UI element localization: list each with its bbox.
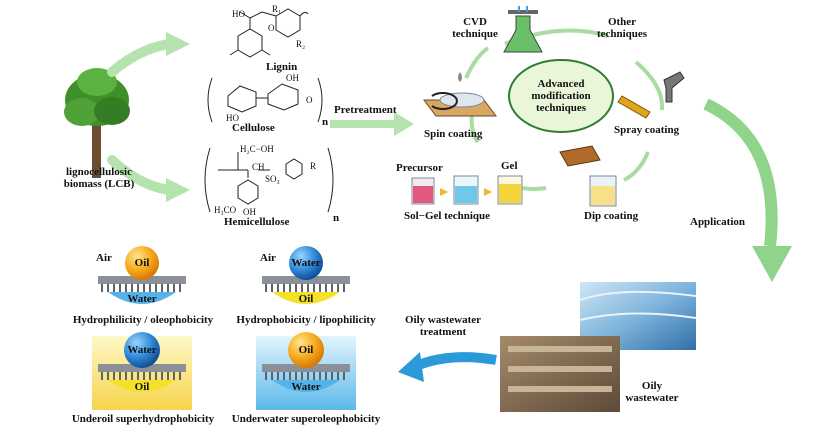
solgel-label: Sol−Gel technique bbox=[404, 210, 491, 222]
application-arrow bbox=[703, 98, 792, 282]
cvd-flask-icon bbox=[503, 6, 543, 53]
treatment-arrow bbox=[398, 352, 497, 382]
panel1-bottom-medium: Water bbox=[127, 293, 157, 305]
panel1-caption: Hydrophilicity / oleophobicity bbox=[72, 314, 214, 326]
lignin-r2-atom: R₂ bbox=[296, 39, 306, 49]
panel4-droplet-label: Oil bbox=[298, 344, 314, 356]
wettability-panel-2 bbox=[262, 246, 350, 304]
oily-wastewater-photo bbox=[500, 282, 697, 412]
cellulose-oh-atom: OH bbox=[286, 73, 299, 83]
panel3-bottom-medium: Oil bbox=[134, 381, 150, 393]
hemicellulose-r-atom: R bbox=[310, 161, 317, 171]
cellulose-label: Cellulose bbox=[232, 122, 275, 134]
lignin-o-atom: O bbox=[268, 23, 275, 33]
panel3-caption: Underoil superhydrophobicity bbox=[71, 413, 215, 425]
dip-coating-label: Dip coating bbox=[584, 210, 639, 222]
hemicellulose-ch2oh-atom: H₂C−OH bbox=[240, 144, 274, 154]
lignin-ho-atom: HO bbox=[232, 9, 245, 19]
gel-label: Gel bbox=[501, 160, 518, 172]
hemicellulose-oh-atom: OH bbox=[243, 207, 256, 217]
spin-coater-icon bbox=[423, 72, 497, 117]
biomass-to-hemicellulose-arrow bbox=[107, 155, 190, 202]
lignin-r1-atom: R₁ bbox=[272, 4, 282, 14]
hemicellulose-ch-atom: CH bbox=[252, 162, 265, 172]
tree-icon bbox=[64, 68, 130, 178]
cellulose-ho-atom: HO bbox=[226, 113, 239, 123]
dip-coating-icon bbox=[559, 145, 617, 207]
lignin-structure bbox=[229, 8, 309, 58]
advanced-techniques-circle bbox=[508, 59, 614, 133]
panel2-bottom-medium: Oil bbox=[298, 293, 314, 305]
panel3-droplet-label: Water bbox=[127, 344, 157, 356]
panel2-caption: Hydrophobicity / lipophilicity bbox=[236, 314, 376, 326]
wettability-panel-3 bbox=[92, 332, 192, 410]
cellulose-structure bbox=[207, 77, 323, 123]
solgel-beakers-icon bbox=[411, 175, 523, 205]
cellulose-n-subscript: n bbox=[322, 116, 329, 128]
panel2-droplet-label: Water bbox=[291, 257, 321, 269]
application-label: Application bbox=[690, 216, 746, 228]
panel1-droplet-label: Oil bbox=[134, 257, 150, 269]
hemicellulose-n-subscript: n bbox=[333, 212, 340, 224]
hemicellulose-so3-atom: SO₃ bbox=[265, 174, 280, 184]
spray-gun-icon bbox=[617, 71, 685, 119]
precursor-label: Precursor bbox=[396, 162, 443, 174]
spray-coating-label: Spray coating bbox=[614, 124, 680, 136]
lignin-label: Lignin bbox=[266, 61, 298, 73]
wettability-panel-1 bbox=[98, 246, 186, 304]
pretreatment-label: Pretreatment bbox=[334, 104, 397, 116]
spin-coating-label: Spin coating bbox=[424, 128, 483, 140]
hemicellulose-structure bbox=[204, 147, 334, 213]
hemicellulose-h3co-atom: H₃CO bbox=[214, 205, 237, 215]
panel4-bottom-medium: Water bbox=[291, 381, 321, 393]
wettability-panel-4 bbox=[256, 332, 356, 410]
panel1-top-medium: Air bbox=[96, 252, 112, 264]
pretreatment-arrow bbox=[330, 112, 414, 136]
panel2-top-medium: Air bbox=[260, 252, 276, 264]
cellulose-o-atom: O bbox=[306, 95, 313, 105]
hemicellulose-label: Hemicellulose bbox=[224, 216, 290, 228]
biomass-to-lignin-arrow bbox=[107, 32, 190, 77]
panel4-caption: Underwater superoleophobicity bbox=[231, 413, 381, 425]
